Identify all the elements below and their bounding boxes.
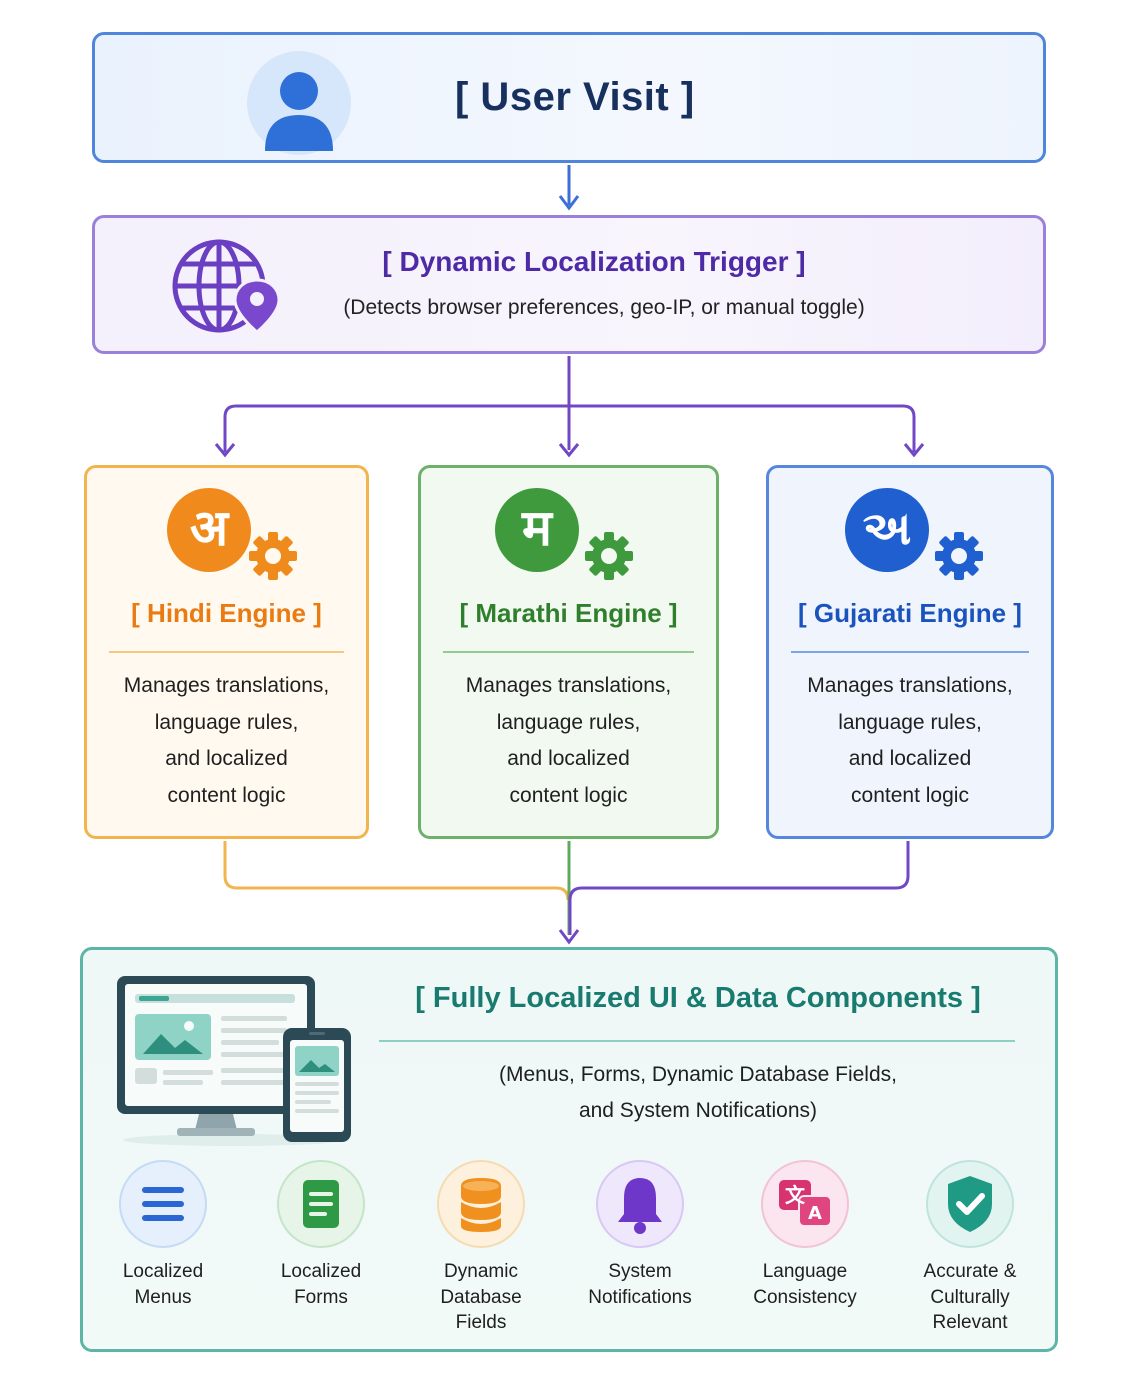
translate-icon: 文 A: [761, 1160, 849, 1248]
marathi-engine-title: [ Marathi Engine ]: [459, 598, 678, 628]
gujarati-engine-title: [ Gujarati Engine ]: [798, 598, 1022, 628]
divider: [109, 651, 344, 653]
user-icon: [247, 51, 351, 155]
devices-illustration: [117, 976, 351, 1146]
output-subtitle-line1: (Menus, Forms, Dynamic Database Fields,: [499, 1063, 897, 1086]
trigger-title: [ Dynamic Localization Trigger ]: [382, 246, 806, 277]
gear-icon: [935, 532, 983, 580]
gujarati-script-icon: અ: [845, 488, 929, 572]
arrow-user-to-trigger: [558, 165, 580, 211]
output-title: [ Fully Localized UI & Data Components ]: [415, 982, 981, 1014]
bell-icon: [596, 1160, 684, 1248]
user-visit-box: [ User Visit ]: [92, 32, 1046, 163]
arrow-engines-to-output: [223, 841, 910, 945]
database-icon: [437, 1160, 525, 1248]
svg-text:文: 文: [785, 1183, 806, 1207]
globe-location-icon: [172, 239, 281, 334]
arrow-trigger-to-engines: [214, 356, 925, 458]
divider: [791, 651, 1029, 653]
form-icon: [277, 1160, 365, 1248]
gujarati-engine-description: Manages translations,language rules,and …: [807, 674, 1013, 807]
gear-icon: [585, 532, 633, 580]
hindi-engine-description: Manages translations,language rules,and …: [123, 674, 330, 807]
divider: [443, 651, 694, 653]
user-visit-title: [ User Visit ]: [455, 75, 695, 119]
menu-icon: [119, 1160, 207, 1248]
hindi-engine-title: [ Hindi Engine ]: [131, 598, 322, 628]
shield-check-icon: [926, 1160, 1014, 1248]
output-subtitle-line2: and System Notifications): [578, 1099, 818, 1122]
hindi-script-icon: अ: [167, 488, 251, 572]
gear-icon: [249, 532, 297, 580]
gujarati-engine-card: અ [ Gujarati Engine ] Manages translatio…: [766, 465, 1054, 839]
svg-text:A: A: [808, 1203, 822, 1224]
divider: [379, 1040, 1015, 1042]
marathi-engine-card: म [ Marathi Engine ] Manages translation…: [418, 465, 719, 839]
hindi-engine-card: अ [ Hindi Engine ] Manages translations,…: [84, 465, 369, 839]
localized-components-box: [ Fully Localized UI & Data Components ]…: [80, 947, 1058, 1352]
localization-trigger-box: [ Dynamic Localization Trigger ] (Detect…: [92, 215, 1046, 354]
marathi-engine-description: Manages translations,language rules,and …: [465, 674, 672, 807]
trigger-subtitle: (Detects browser preferences, geo-IP, or…: [343, 296, 865, 319]
marathi-script-icon: म: [495, 488, 579, 572]
